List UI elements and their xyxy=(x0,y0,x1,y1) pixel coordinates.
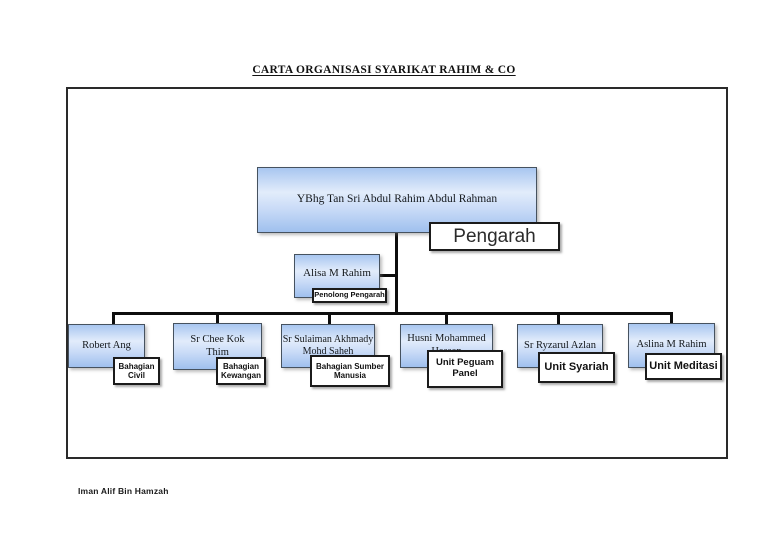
member-unit-label: Bahagian Sumber Manusia xyxy=(315,361,384,380)
member-unit-label: Unit Meditasi xyxy=(649,360,718,373)
member-unit-label: Unit Syariah xyxy=(544,361,609,374)
member-name: Aslina M Rahim xyxy=(636,339,707,351)
member-unit-box: Bahagian Sumber Manusia xyxy=(310,355,390,387)
connector-stub xyxy=(670,312,673,324)
director-role-label: Pengarah xyxy=(453,225,536,247)
member-unit-box: Unit Syariah xyxy=(538,352,615,383)
member-unit-box: Unit Meditasi xyxy=(645,353,722,380)
director-name: YBhg Tan Sri Abdul Rahim Abdul Rahman xyxy=(296,193,498,206)
author-name: Iman Alif Bin Hamzah xyxy=(78,486,169,496)
connector-stub xyxy=(445,312,448,324)
chart-frame xyxy=(66,87,728,459)
assistant-role-box: Penolong Pengarah xyxy=(312,288,387,303)
member-name: Sr Chee Kok Thim xyxy=(190,333,245,358)
member-unit-label: Bahagian Civil xyxy=(118,361,155,380)
director-box: YBhg Tan Sri Abdul Rahim Abdul Rahman xyxy=(257,167,537,233)
page-title: CARTA ORGANISASI SYARIKAT RAHIM & CO xyxy=(252,64,516,76)
assistant-role-label: Penolong Pengarah xyxy=(314,290,385,300)
member-unit-box: Bahagian Kewangan xyxy=(216,357,266,385)
connector-distribution-horizontal xyxy=(112,312,673,315)
connector-stub xyxy=(557,312,560,324)
connector-assistant-horizontal xyxy=(380,274,396,277)
connector-director-vertical xyxy=(395,231,398,314)
assistant-name: Alisa M Rahim xyxy=(303,267,371,279)
member-unit-box: Unit Peguam Panel xyxy=(427,350,503,388)
director-role-box: Pengarah xyxy=(429,222,560,251)
connector-stub xyxy=(216,312,219,324)
member-name: Sr Ryzarul Azlan xyxy=(524,339,596,351)
member-unit-label: Unit Peguam Panel xyxy=(435,357,495,379)
member-name: Robert Ang xyxy=(82,339,131,351)
member-unit-box: Bahagian Civil xyxy=(113,357,160,385)
connector-stub xyxy=(328,312,331,324)
connector-stub xyxy=(112,312,115,324)
member-name: Sr Sulaiman Akhmady Mohd Saheh xyxy=(282,334,374,357)
member-unit-label: Bahagian Kewangan xyxy=(220,361,261,380)
